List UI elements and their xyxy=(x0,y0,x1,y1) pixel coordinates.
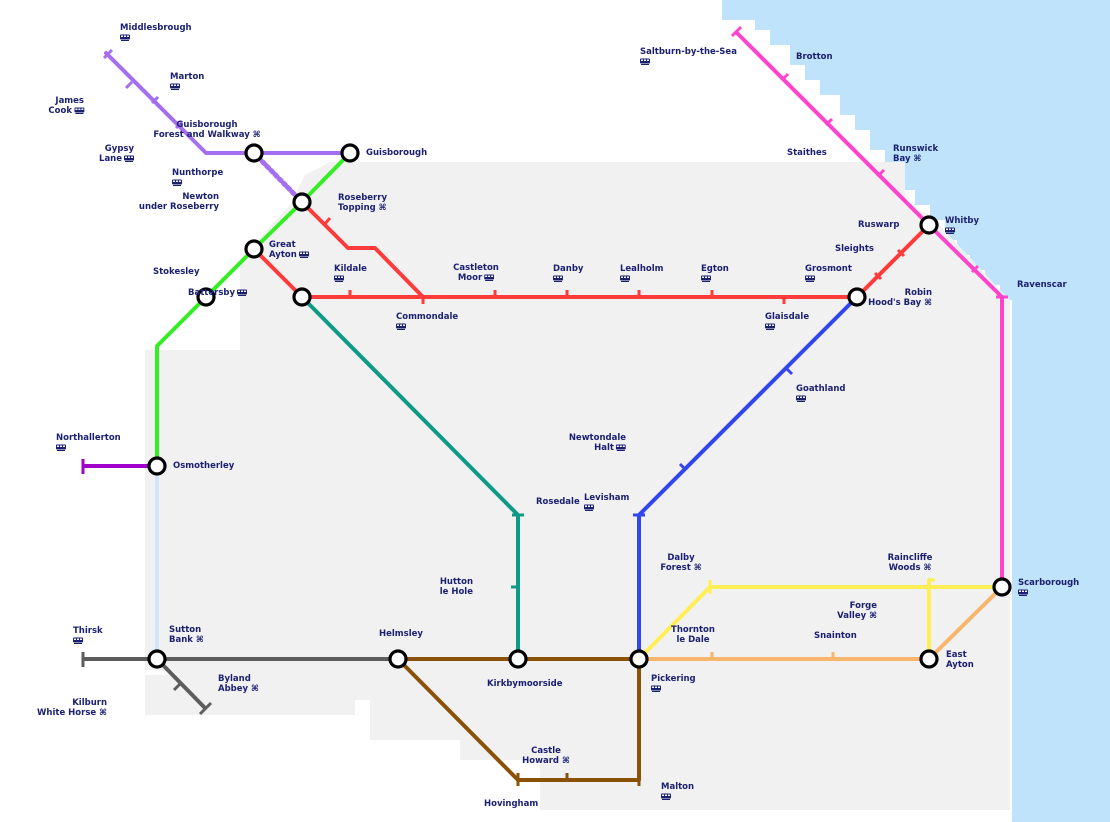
interchange-guisborough-forest[interactable] xyxy=(244,143,264,163)
interchange-stokesley[interactable] xyxy=(196,287,216,307)
station-tick xyxy=(124,80,134,90)
station-tick xyxy=(780,72,790,82)
station-tick xyxy=(876,168,886,178)
station-tick xyxy=(322,217,332,226)
station-tick xyxy=(678,462,688,472)
interchange-scarborough[interactable] xyxy=(992,577,1012,597)
station-tick xyxy=(824,117,834,127)
station-tick xyxy=(970,264,980,274)
interchange-newton-under-roseberry[interactable] xyxy=(292,192,312,212)
line-purple xyxy=(104,51,352,155)
land-area xyxy=(145,162,1010,810)
station-tick xyxy=(102,48,114,60)
line-red xyxy=(252,223,931,299)
interchange-helmsley[interactable] xyxy=(388,649,408,669)
station-tick xyxy=(198,701,213,716)
line-grey-branch xyxy=(155,657,207,710)
station-tick xyxy=(174,120,184,130)
station-tick xyxy=(730,25,743,38)
line-green xyxy=(155,151,352,468)
interchange-kirkbymoorside[interactable] xyxy=(508,649,528,669)
interchange-whitby[interactable] xyxy=(919,215,939,235)
line-purple-dashed xyxy=(251,150,305,205)
station-tick xyxy=(896,248,906,258)
line-magenta xyxy=(735,31,1004,589)
sea-area xyxy=(722,0,1110,822)
station-tick xyxy=(150,95,160,105)
interchange-battersby[interactable] xyxy=(292,287,312,307)
interchange-great-ayton[interactable] xyxy=(244,239,264,259)
interchange-pickering[interactable] xyxy=(629,649,649,669)
interchange-guisborough[interactable] xyxy=(340,143,360,163)
interchange-osmotherley[interactable] xyxy=(147,456,167,476)
station-tick xyxy=(784,366,794,376)
interchange-sutton-bank[interactable] xyxy=(147,649,167,669)
interchange-east-ayton[interactable] xyxy=(919,649,939,669)
interchange-grosmont[interactable] xyxy=(847,287,867,307)
station-tick xyxy=(172,682,182,692)
station-tick xyxy=(873,271,883,281)
